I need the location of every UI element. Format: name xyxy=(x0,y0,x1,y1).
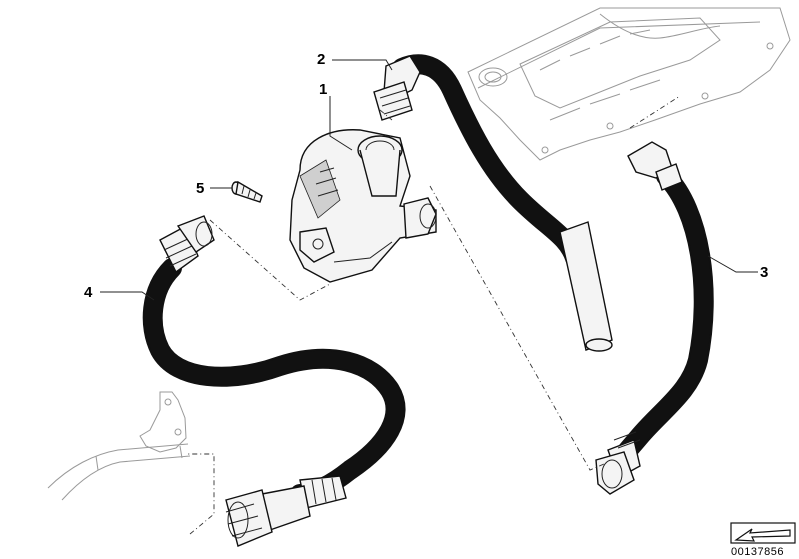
callout-2: 2 xyxy=(317,51,325,68)
hose-4 xyxy=(142,215,406,547)
callout-5: 5 xyxy=(196,180,204,197)
callout-1: 1 xyxy=(319,81,327,98)
screw xyxy=(231,180,263,203)
callout-leaders xyxy=(100,59,758,301)
direction-arrow-icon xyxy=(730,522,796,544)
reference-lines xyxy=(186,95,681,535)
crankcase-ventilation-valve xyxy=(289,129,437,283)
diagram-reference-number: 00137856 xyxy=(731,546,784,558)
mounting-bracket xyxy=(47,391,191,501)
hose-3 xyxy=(595,141,714,495)
callout-4: 4 xyxy=(84,284,93,301)
hose-2 xyxy=(373,54,613,352)
cylinder-head-cover xyxy=(467,7,791,161)
callout-3: 3 xyxy=(760,264,768,281)
